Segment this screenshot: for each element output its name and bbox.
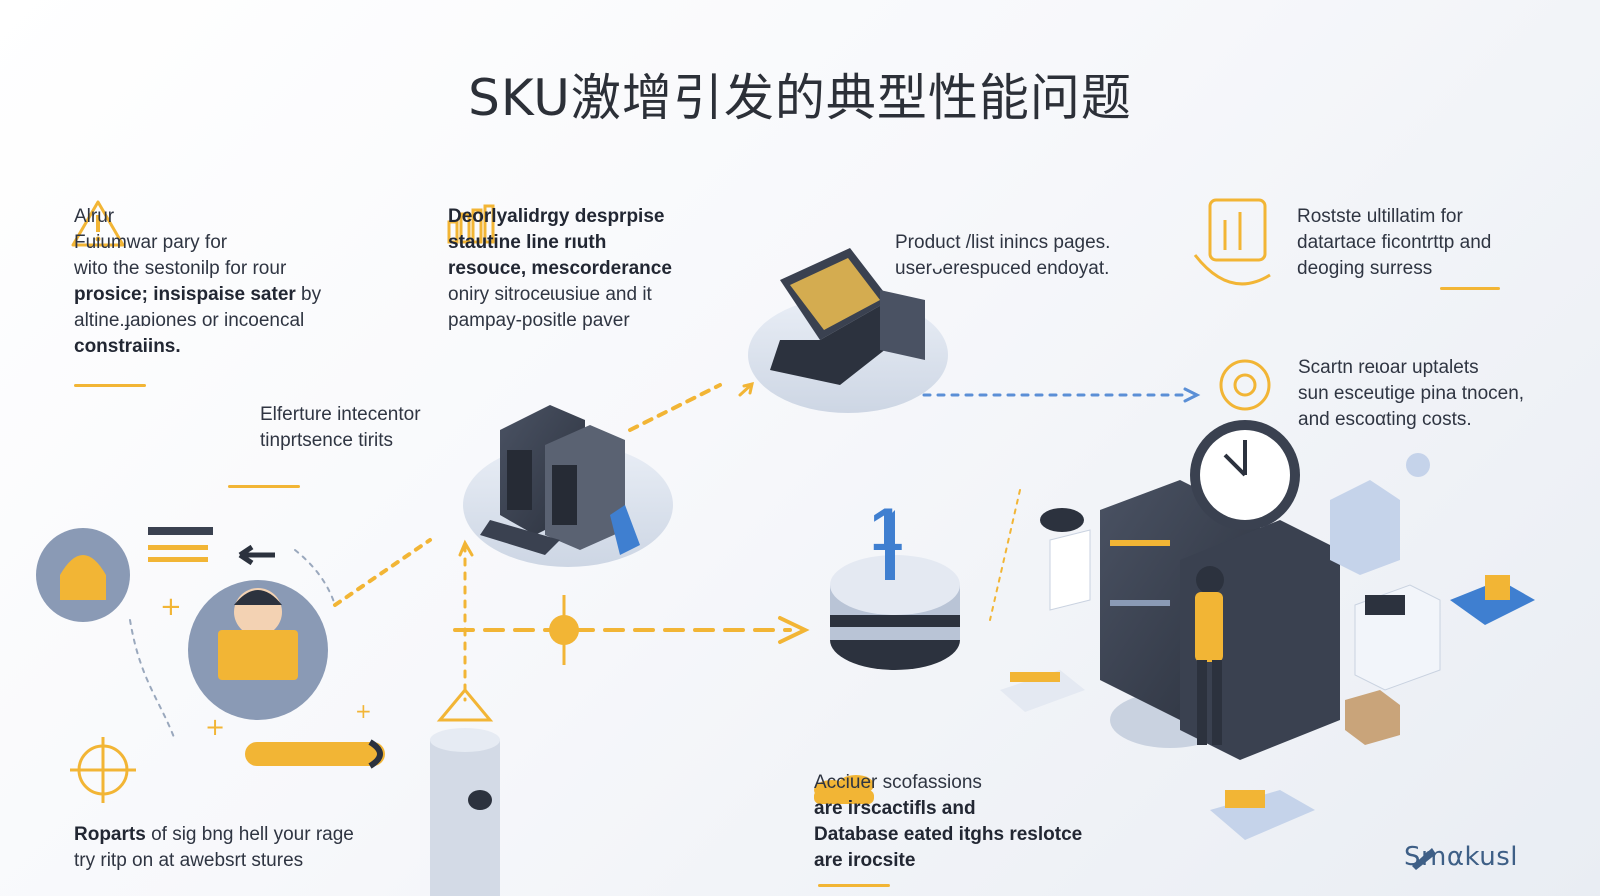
text-line: altine.ɟaɒiones or incoencal — [74, 308, 321, 334]
text-line-suffix: of sig bng hell your rage — [145, 824, 354, 845]
text-line: try ritp on at awebsrt stures — [74, 848, 354, 874]
warning-icon — [71, 200, 125, 247]
text-line: Acciuer scofassions — [814, 770, 1082, 796]
svg-text:+: + — [205, 713, 225, 741]
text-line-main: Fuiumwar pary for — [74, 232, 228, 253]
text-line: Roparts of sig bng hell your rage — [74, 822, 354, 848]
svg-text:+: + — [355, 699, 372, 723]
text-line-main: deoging surress — [1297, 258, 1433, 279]
text-line: Deorlyalidrgy desprpise — [448, 204, 672, 230]
text-line-main: pampay-positle paver — [448, 310, 630, 331]
text-line-main: Elferture intecentor — [260, 404, 421, 425]
text-line-main: altine.ɟaɒiones or incoencal — [74, 310, 305, 331]
text-line-main: oniry sitroceɩusiue and it — [448, 284, 652, 305]
text-line-main: try ritp on at awebsrt stures — [74, 850, 304, 871]
svg-text:+: + — [160, 592, 182, 622]
block-deorly: Deorlyalidrgy desprpise stautine line rıu… — [448, 204, 672, 334]
server-rack-illustration — [463, 405, 673, 567]
database-illustration — [830, 510, 960, 670]
text-line: Database eated itghs reslotce — [814, 822, 1082, 848]
text-line-main: datartace ficontrttp and — [1297, 232, 1492, 253]
block-product-list: Product /list ininсs pages. userᴗerespuce… — [895, 230, 1110, 282]
block-scartn: Scartn reɩoar uptalets sun esceutige pina… — [1298, 355, 1524, 433]
laptop-illustration — [748, 248, 948, 413]
tower-illustration — [430, 687, 500, 896]
accent-rule-acciuer — [818, 884, 890, 887]
accent-rule-alert — [74, 384, 146, 387]
database-badge: 1 — [870, 496, 904, 563]
text-line: constraiins. — [74, 334, 321, 360]
text-line-main: prosice; insispaise sater — [74, 284, 296, 305]
text-line-main: Roparts — [74, 824, 146, 845]
text-line-main: are irocsite — [814, 850, 916, 871]
text-line: datartace ficontrttp and — [1297, 230, 1491, 256]
brand-logo: Smαkusl — [1404, 842, 1518, 872]
text-line: deoging surress — [1297, 256, 1491, 282]
person-reading-illustration: + + + — [36, 527, 385, 769]
network-globe-icon — [70, 737, 136, 803]
data-hand-icon — [1193, 198, 1271, 286]
text-line: sun esceutige pina tnocen, — [1298, 381, 1524, 407]
text-line-suffix: by — [295, 284, 322, 305]
text-line: prosice; insispaise sater by — [74, 282, 321, 308]
text-line-main: are irscactifls and — [814, 798, 976, 819]
text-line: stautine line rıuth — [448, 230, 672, 256]
text-line-main: Acciuer scofassions — [814, 772, 982, 793]
text-line: Fuiumwar pary for — [74, 230, 321, 256]
accent-rule-elferture — [228, 485, 300, 488]
accent-rule-rostste — [1440, 287, 1500, 290]
server-cluster-illustration — [1000, 420, 1535, 840]
text-line: oniry sitroceɩusiue and it — [448, 282, 672, 308]
logo-icon — [1412, 848, 1436, 870]
text-line: Elferture intecentor — [260, 402, 421, 428]
text-line: are irocsite — [814, 848, 1082, 874]
text-line-main: wito the sestonilp for rour — [74, 258, 287, 279]
text-line-main: Product /list ininсs pages. — [895, 232, 1111, 253]
text-line: userᴗerespuced endoyat. — [895, 256, 1110, 282]
text-line: Product /list ininсs pages. — [895, 230, 1110, 256]
text-line: and escoαting costs. — [1298, 407, 1524, 433]
text-line-main: Deorlyalidrgy desprpise — [448, 206, 665, 227]
text-line-main: Rostste ultillatim for — [1297, 206, 1463, 227]
text-line-main: tinprtsence tirits — [260, 430, 394, 451]
text-line-main: and escoαting costs. — [1298, 409, 1472, 430]
block-elferture: Elferture intecentor tinprtsence tirits — [260, 402, 421, 454]
coins-icon — [814, 775, 874, 804]
text-line-main: sun esceutige pina tnocen, — [1298, 383, 1525, 404]
text-line: pampay-positle paver — [448, 308, 672, 334]
text-line: are irscactifls and — [814, 796, 1082, 822]
page-title: SKU激增引发的典型性能问题 — [468, 69, 1132, 127]
text-line-main: constraiins. — [74, 336, 181, 357]
text-line-main: stautine line rıuth — [448, 232, 607, 253]
bar-chart-icon — [447, 204, 495, 244]
text-line-main: Alrur — [74, 206, 115, 227]
text-line-main: resouce, mescorderance — [448, 258, 672, 279]
text-line: tinprtsence tirits — [260, 428, 421, 454]
text-line: wito the sestonilp for rour — [74, 256, 321, 282]
text-line: resouce, mescorderance — [448, 256, 672, 282]
text-line-main: userᴗerespuced endoyat. — [895, 258, 1110, 279]
text-line: Alrur — [74, 204, 321, 230]
text-line-main: Scartn reɩoar uptalets — [1298, 357, 1479, 378]
block-rostste: Rostste ultillatim for datartace ficontrt… — [1297, 204, 1491, 282]
text-line-main: Database eated itghs reslotce — [814, 824, 1083, 845]
text-line: Rostste ultillatim for — [1297, 204, 1491, 230]
text-line: Scartn reɩoar uptalets — [1298, 355, 1524, 381]
junction-node — [549, 595, 579, 665]
brain-gear-icon — [1219, 359, 1271, 411]
